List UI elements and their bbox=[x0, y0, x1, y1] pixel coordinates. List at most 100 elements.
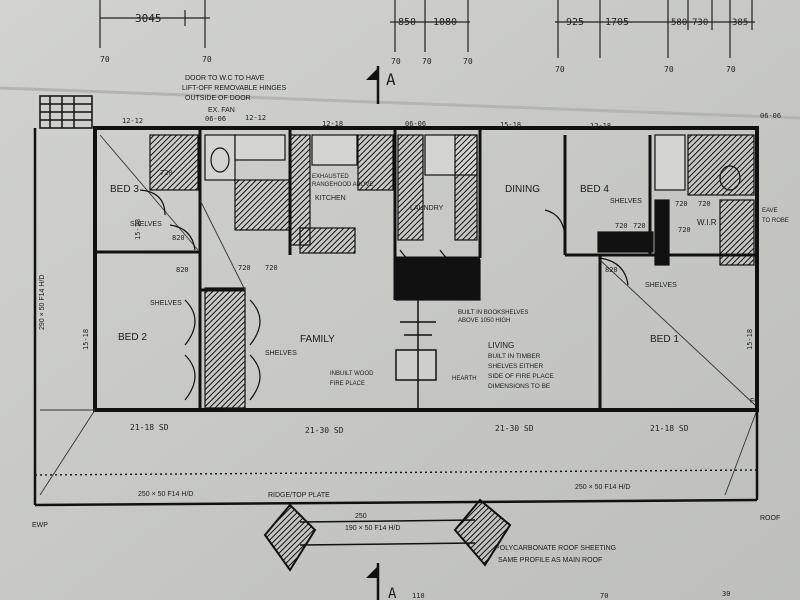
beam-label-porch: 190 × 50 F14 H/D bbox=[345, 525, 400, 532]
dim-right-value-3: 580 bbox=[671, 18, 687, 28]
section-marker-top-label: A bbox=[386, 70, 396, 89]
window-code: 21-18 SD bbox=[650, 424, 689, 433]
dim-mid-value-1: 850 bbox=[398, 17, 416, 28]
dim-right-value-4: 730 bbox=[692, 18, 708, 28]
porch-entry bbox=[263, 498, 512, 572]
dim-right-sub-1: 70 bbox=[555, 65, 565, 74]
window-codes-top: 12-12 06-06 12-12 12-18 06-06 15-18 12-1… bbox=[122, 112, 781, 130]
window-codes-bottom: 21-18 SD 21-30 SD 21-30 SD 21-18 SD bbox=[130, 423, 689, 435]
living-note-1: LIVING bbox=[488, 341, 514, 350]
shelves-label-bed3: SHELVES bbox=[130, 221, 162, 228]
kitchen-note-2: RANGEHOOD ABOVE bbox=[312, 182, 373, 188]
top-dimension-mid bbox=[390, 0, 470, 52]
window-code: 21-30 SD bbox=[495, 424, 534, 433]
dim-left-sub-left: 70 bbox=[100, 55, 110, 64]
beam-label-left: 290 × 50 F14 H/D bbox=[39, 275, 46, 330]
living-note-2: BUILT IN TIMBER bbox=[488, 353, 541, 360]
window-code: 12-12 bbox=[122, 117, 143, 125]
window-code: 12-18 bbox=[322, 120, 343, 128]
door-note-line-1: DOOR TO W.C TO HAVE bbox=[185, 75, 265, 82]
verandah-outline bbox=[33, 128, 759, 507]
corner-label-bottom-left: EWP bbox=[32, 522, 48, 529]
dim-mid-value-2: 1080 bbox=[433, 17, 457, 28]
shelves-label-bed2: SHELVES bbox=[150, 300, 182, 307]
dim-right-value-2: 1705 bbox=[605, 17, 629, 28]
room-bed4: BED 4 bbox=[580, 184, 609, 195]
eave-note-2: TO ROBE bbox=[762, 218, 789, 224]
window-code-left-2: 15-18 bbox=[82, 329, 90, 350]
living-note-4: SIDE OF FIRE PLACE bbox=[488, 373, 554, 380]
eave-note-1: EAVE bbox=[762, 208, 778, 214]
bottom-mark: 70 bbox=[600, 592, 608, 600]
dim-right-sub-2: 70 bbox=[664, 65, 674, 74]
hearth-note: HEARTH bbox=[452, 376, 477, 382]
kitchen-note-1: EXHAUSTED bbox=[312, 174, 349, 180]
room-bed1: BED 1 bbox=[650, 334, 679, 345]
room-kitchen: KITCHEN bbox=[315, 195, 346, 202]
door-size: 720 bbox=[238, 264, 251, 272]
window-code: 06-06 bbox=[760, 112, 781, 120]
porch-dim: 250 bbox=[355, 513, 367, 520]
room-wir: W.I.R bbox=[697, 218, 717, 227]
room-family: FAMILY bbox=[300, 334, 335, 345]
room-laundry: LAUNDRY bbox=[410, 205, 444, 212]
window-code: 12-18 bbox=[590, 122, 611, 130]
external-walls bbox=[93, 126, 759, 412]
living-note-5: DIMENSIONS TO BE bbox=[488, 383, 551, 390]
door-size: 720 bbox=[698, 200, 711, 208]
beam-label-bottom-right: 250 × 50 F14 H/D bbox=[575, 484, 630, 491]
section-marker-top bbox=[366, 66, 380, 104]
corner-label-top-right: FC bbox=[750, 398, 759, 405]
fireplace-note-2: FIRE PLACE bbox=[330, 381, 365, 387]
room-bed2: BED 2 bbox=[118, 332, 147, 343]
door-note-line-3: OUTSIDE OF DOOR bbox=[185, 95, 251, 102]
top-dimension-left bbox=[99, 0, 210, 48]
shelves-label-bed4: SHELVES bbox=[610, 198, 642, 205]
living-note-3: SHELVES EITHER bbox=[488, 363, 543, 370]
beam-label-bottom-left: 250 × 50 F14 H/D bbox=[138, 491, 193, 498]
door-size: 720 bbox=[160, 169, 173, 177]
top-dimension-right bbox=[555, 0, 755, 58]
door-size: 820 bbox=[172, 234, 185, 242]
shelves-label-bed1: SHELVES bbox=[645, 282, 677, 289]
dim-right-sub-3: 70 bbox=[726, 65, 736, 74]
shelves-label-family: SHELVES bbox=[265, 350, 297, 357]
built-in-note-2: ABOVE 1050 HIGH bbox=[458, 318, 510, 324]
window-code: 21-18 SD bbox=[130, 423, 169, 432]
room-bed3: BED 3 bbox=[110, 184, 139, 195]
window-code: 15-18 bbox=[500, 121, 521, 129]
dim-mid-sub-2: 70 bbox=[422, 57, 432, 66]
bottom-mark: 30 bbox=[722, 590, 730, 598]
door-size-labels: 820 720 720 720 820 720 720 820 720 720 … bbox=[160, 169, 711, 274]
door-swings bbox=[139, 189, 629, 401]
vent-note: EX. FAN bbox=[208, 107, 235, 114]
dim-left-sub-right: 70 bbox=[202, 55, 212, 64]
wet-area-fixtures bbox=[149, 134, 755, 409]
paper-fold-line bbox=[0, 86, 800, 120]
window-code-right-1: 15-18 bbox=[746, 329, 754, 350]
window-code: 21-30 SD bbox=[305, 426, 344, 435]
roof-sheeting-note-1: POLYCARBONATE ROOF SHEETING bbox=[495, 545, 616, 552]
door-size: 720 bbox=[633, 222, 646, 230]
dim-right-value-1: 925 bbox=[566, 17, 584, 28]
door-note-line-2: LIFT-OFF REMOVABLE HINGES bbox=[182, 85, 286, 92]
window-code: 12-12 bbox=[245, 114, 266, 122]
roof-sheeting-note-2: SAME PROFILE AS MAIN ROOF bbox=[498, 557, 602, 564]
door-size: 720 bbox=[675, 200, 688, 208]
entry-steps bbox=[39, 95, 93, 129]
door-size: 820 bbox=[605, 266, 618, 274]
ceiling-diagonals bbox=[39, 134, 758, 496]
beam-label-ridge: RIDGE/TOP PLATE bbox=[268, 492, 330, 499]
section-marker-bottom-label: A bbox=[388, 586, 397, 600]
dim-mid-sub-3: 70 bbox=[463, 57, 473, 66]
verandah-front-posts bbox=[34, 469, 758, 476]
fireplace-note-1: INBUILT WOOD bbox=[330, 371, 374, 377]
door-size: 720 bbox=[615, 222, 628, 230]
section-marker-bottom bbox=[366, 563, 380, 600]
corner-label-bottom-right: ROOF bbox=[760, 515, 780, 522]
door-size: 720 bbox=[265, 264, 278, 272]
window-code: 06-06 bbox=[405, 120, 426, 128]
dim-mid-sub-1: 70 bbox=[391, 57, 401, 66]
door-size: 720 bbox=[678, 226, 691, 234]
